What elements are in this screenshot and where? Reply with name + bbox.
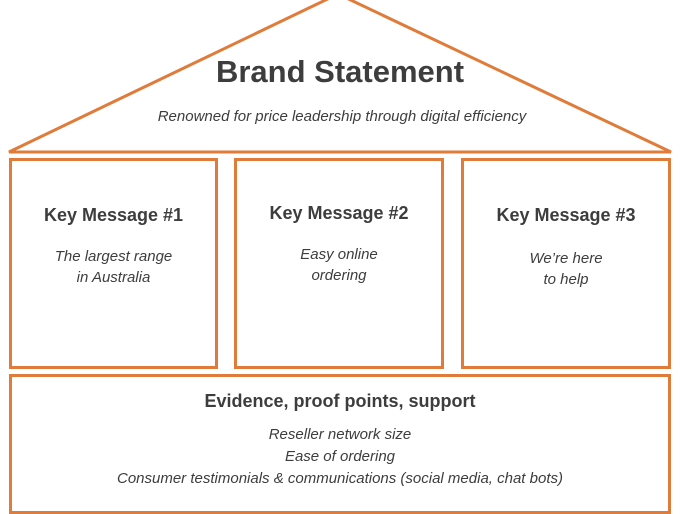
foundation-line: Ease of ordering: [284, 448, 396, 465]
foundation-line: Reseller network size: [268, 426, 412, 443]
brand-statement-text: Renowned for price leadership through di…: [157, 108, 527, 125]
foundation-line: Consumer testimonials & communications (…: [116, 470, 563, 487]
foundation-evidence: Evidence, proof points, support Reseller…: [9, 374, 671, 514]
pillar-text: We’re here to help: [464, 248, 668, 290]
pillar-text: The largest range in Australia: [12, 246, 215, 288]
pillar-text-line: We’re here: [529, 250, 603, 267]
pillar-text-line: ordering: [311, 267, 367, 284]
brand-statement-title: Brand Statement: [215, 54, 465, 89]
roof-triangle: [8, 0, 672, 154]
pillar-key-message-1: Key Message #1 The largest range in Aust…: [9, 158, 218, 369]
pillar-title: Key Message #3: [496, 205, 636, 225]
pillar-text-line: in Australia: [76, 269, 151, 286]
pillar-text-line: The largest range: [54, 248, 173, 265]
pillar-key-message-2: Key Message #2 Easy online ordering: [234, 158, 444, 369]
pillar-key-message-3: Key Message #3 We’re here to help: [461, 158, 671, 369]
foundation-title: Evidence, proof points, support: [204, 391, 476, 411]
brand-house-diagram: Brand Statement Renowned for price leade…: [8, 0, 672, 514]
pillar-title: Key Message #2: [269, 203, 409, 223]
roof-outline: [8, 0, 672, 154]
foundation-text: Reseller network size Ease of ordering C…: [12, 424, 668, 490]
pillar-text: Easy online ordering: [237, 244, 441, 286]
pillar-title: Key Message #1: [43, 205, 184, 225]
pillar-text-line: to help: [543, 271, 589, 288]
pillar-text-line: Easy online: [300, 246, 378, 263]
